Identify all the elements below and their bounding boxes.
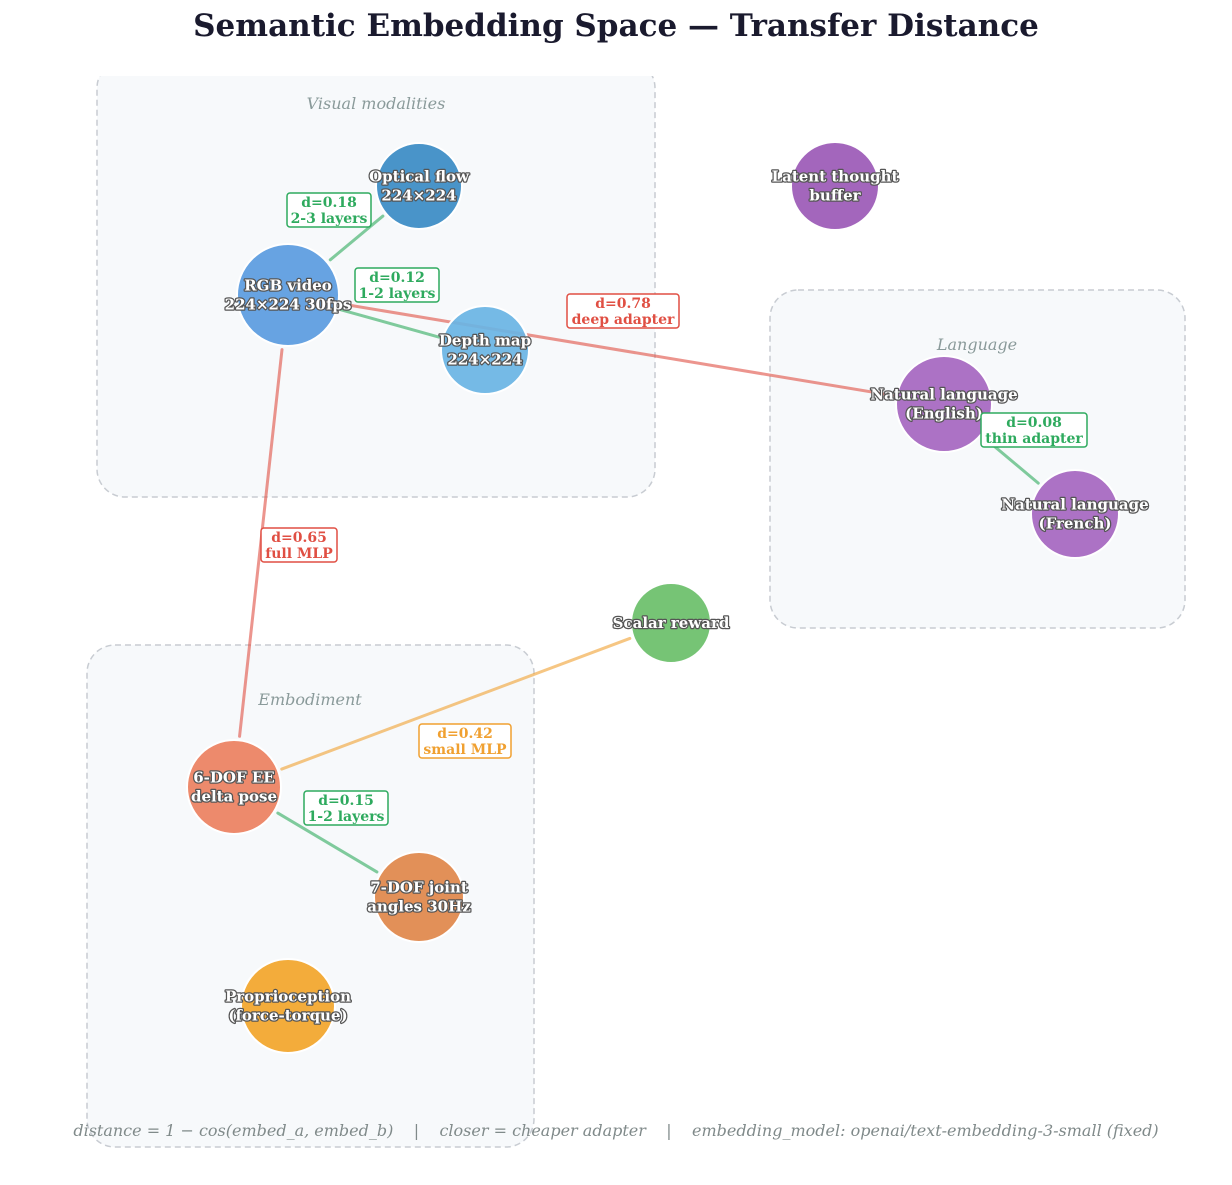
edge-label-box-ee-reward (418, 723, 512, 759)
node-french (1030, 469, 1120, 559)
node-label-ee: delta pose (191, 788, 277, 806)
edge-adapter-rgb-depth: 1-2 layers (359, 286, 436, 302)
edge-distance-rgb-depth: d=0.12 (369, 270, 425, 286)
edge-rgb-english (340, 302, 895, 397)
edge-label-box-rgb-depth (354, 267, 440, 303)
edge-label-box-english-french (980, 412, 1088, 448)
title-backdrop (90, 48, 665, 76)
group-label-language: Language (936, 335, 1017, 354)
edge-distance-rgb-optical: d=0.18 (301, 195, 357, 211)
edge-adapter-rgb-optical: 2-3 layers (291, 211, 368, 227)
footer-note: distance = 1 − cos(embed_a, embed_b) | c… (73, 1121, 1159, 1140)
node-label-proprio: Proprioception (225, 988, 351, 1006)
edge-adapter-ee-joint: 1-2 layers (308, 809, 385, 825)
node-label-rgb: RGB video (244, 277, 332, 295)
node-label-proprio: (force-torque) (228, 1007, 347, 1025)
group-label-visual: Visual modalities (307, 94, 446, 113)
node-label-french: (French) (1039, 515, 1112, 533)
node-label-optical: 224×224 (381, 187, 456, 205)
node-reward (630, 582, 712, 664)
edge-adapter-ee-reward: small MLP (423, 742, 507, 758)
edge-label-box-rgb-ee (260, 527, 338, 563)
node-label-french: Natural language (1001, 496, 1148, 514)
node-latent (790, 141, 880, 231)
node-label-joint: angles 30Hz (367, 898, 471, 916)
node-proprio (240, 958, 336, 1054)
node-label-english: Natural language (870, 386, 1017, 404)
node-label-depth: Depth map (439, 332, 531, 350)
edge-adapter-english-french: thin adapter (985, 431, 1083, 447)
node-rgb (236, 243, 340, 347)
edge-adapter-rgb-english: deep adapter (572, 312, 675, 328)
node-label-optical: Optical flow (369, 168, 470, 186)
node-ee (186, 739, 282, 835)
edge-label-box-rgb-english (566, 293, 680, 329)
edge-ee-joint (276, 811, 379, 874)
node-english (895, 355, 993, 453)
node-label-rgb: 224×224 30fps (225, 296, 352, 314)
edge-distance-english-french: d=0.08 (1006, 415, 1062, 431)
edge-rgb-optical (328, 214, 385, 262)
edge-ee-reward (280, 636, 632, 771)
edge-label-box-rgb-optical (286, 192, 372, 228)
node-label-reward: Scalar reward (613, 614, 730, 632)
node-label-latent: Latent thought (772, 168, 899, 186)
node-label-english: (English) (905, 405, 983, 423)
edge-distance-rgb-ee: d=0.65 (271, 530, 327, 546)
node-label-ee: 6-DOF EE (193, 769, 274, 787)
node-joint (373, 851, 465, 943)
node-label-latent: buffer (809, 187, 861, 205)
edge-rgb-depth (339, 308, 441, 339)
node-depth (440, 305, 530, 395)
edge-distance-ee-joint: d=0.15 (318, 793, 374, 809)
edge-distance-rgb-english: d=0.78 (595, 296, 651, 312)
node-optical (375, 142, 463, 230)
node-label-joint: 7-DOF joint (370, 879, 468, 897)
edge-label-box-ee-joint (303, 790, 389, 826)
diagram-title: Semantic Embedding Space — Transfer Dist… (193, 8, 1039, 44)
group-label-embodiment: Embodiment (257, 690, 362, 709)
edge-distance-ee-reward: d=0.42 (437, 726, 493, 742)
node-label-depth: 224×224 (447, 351, 522, 369)
edge-adapter-rgb-ee: full MLP (265, 546, 333, 562)
